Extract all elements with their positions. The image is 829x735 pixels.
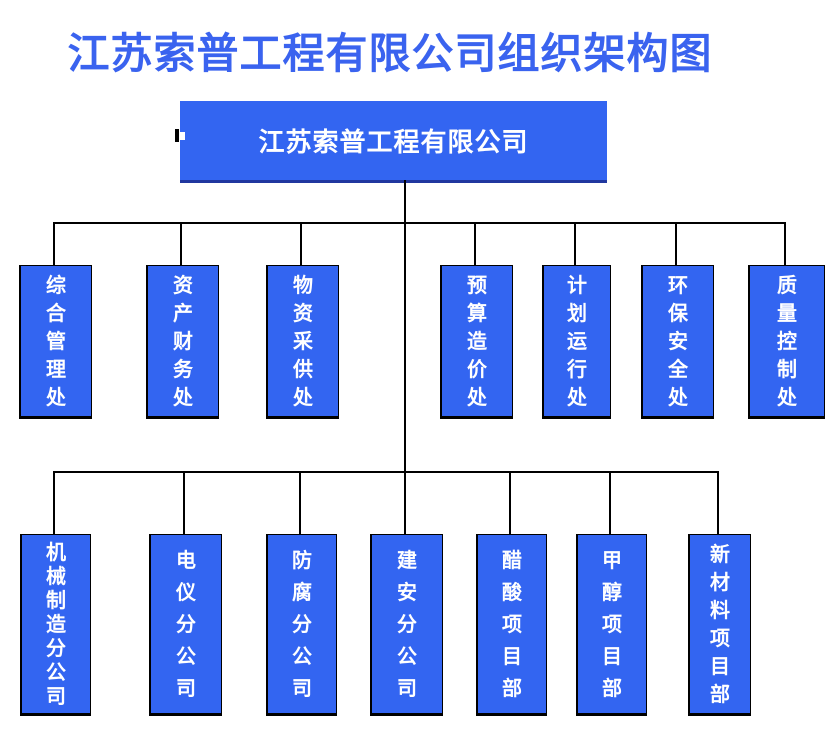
sub-label: 机械制造分公司 bbox=[46, 540, 66, 708]
connector-row2-horizontal bbox=[53, 471, 719, 473]
page-title: 江苏索普工程有限公司组织架构图 bbox=[67, 30, 713, 77]
connector-drop-sub-7 bbox=[717, 471, 719, 534]
sub-box-jianan: 建安分公司 bbox=[370, 534, 443, 716]
sub-label: 醋酸项目部 bbox=[502, 548, 522, 700]
render-artifact-notch bbox=[179, 132, 185, 140]
connector-drop-sub-1 bbox=[53, 471, 55, 534]
connector-drop-sub-6 bbox=[609, 471, 611, 534]
root-company-box: 江苏索普工程有限公司 bbox=[180, 101, 607, 183]
sub-box-fangfu: 防腐分公司 bbox=[266, 534, 337, 716]
connector-drop-dept-1 bbox=[53, 222, 55, 265]
sub-label: 防腐分公司 bbox=[292, 548, 312, 700]
dept-label: 物资采供处 bbox=[293, 273, 313, 409]
connector-drop-dept-5 bbox=[574, 222, 576, 265]
dept-label: 环保安全处 bbox=[668, 273, 688, 409]
connector-drop-dept-6 bbox=[675, 222, 677, 265]
dept-box-zonghe-guanli: 综合管理处 bbox=[19, 265, 92, 419]
sub-label: 电仪分公司 bbox=[176, 548, 196, 700]
connector-drop-dept-4 bbox=[474, 222, 476, 265]
sub-label: 新材料项目部 bbox=[710, 542, 730, 706]
connector-row1-horizontal bbox=[53, 222, 786, 224]
sub-box-jixie-zhizao: 机械制造分公司 bbox=[20, 534, 91, 716]
connector-drop-sub-2 bbox=[183, 471, 185, 534]
sub-label: 建安分公司 bbox=[397, 548, 417, 700]
dept-box-yusuan-zaojia: 预算造价处 bbox=[440, 265, 513, 419]
dept-label: 计划运行处 bbox=[567, 273, 587, 409]
root-company-label: 江苏索普工程有限公司 bbox=[258, 128, 529, 158]
sub-box-jiachun: 甲醇项目部 bbox=[576, 534, 647, 716]
connector-drop-sub-3 bbox=[299, 471, 301, 534]
connector-root-stem bbox=[404, 180, 406, 534]
sub-box-cusuan: 醋酸项目部 bbox=[476, 534, 547, 716]
dept-label: 质量控制处 bbox=[777, 273, 797, 409]
dept-label: 资产财务处 bbox=[173, 273, 193, 409]
connector-drop-dept-2 bbox=[180, 222, 182, 265]
sub-label: 甲醇项目部 bbox=[602, 548, 622, 700]
dept-label: 预算造价处 bbox=[467, 273, 487, 409]
dept-box-jihua-yunxing: 计划运行处 bbox=[542, 265, 611, 419]
dept-box-wuzi-caigong: 物资采供处 bbox=[266, 265, 339, 419]
dept-box-zichan-caiwu: 资产财务处 bbox=[146, 265, 219, 419]
render-artifact-tick bbox=[175, 129, 179, 142]
connector-drop-sub-5 bbox=[509, 471, 511, 534]
sub-box-dianyi: 电仪分公司 bbox=[149, 534, 222, 716]
dept-box-zhiliang-kongzhi: 质量控制处 bbox=[748, 265, 825, 419]
connector-drop-dept-3 bbox=[300, 222, 302, 265]
dept-label: 综合管理处 bbox=[46, 273, 66, 409]
connector-drop-dept-7 bbox=[784, 222, 786, 265]
dept-box-huanbao-anquan: 环保安全处 bbox=[641, 265, 714, 419]
sub-box-xincailiao: 新材料项目部 bbox=[688, 534, 751, 716]
